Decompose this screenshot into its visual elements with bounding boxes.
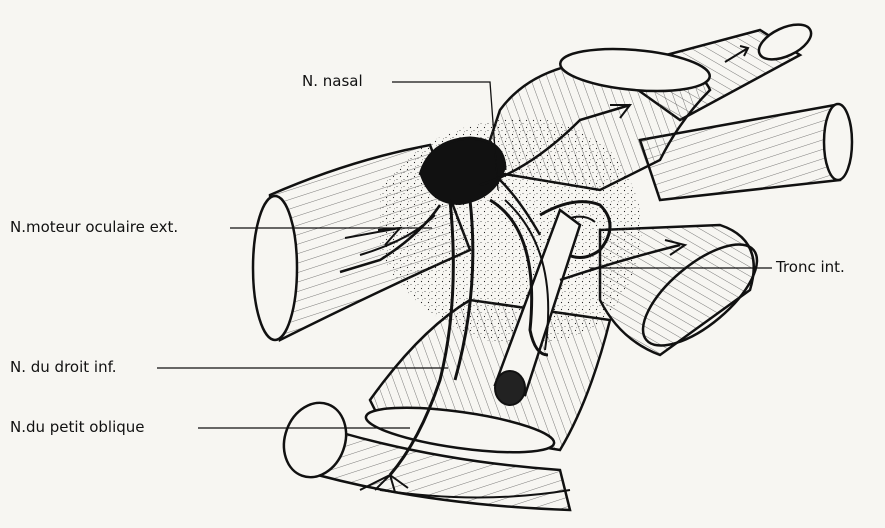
cavernous-sinus-stipple — [380, 118, 642, 345]
label-droit-inf: N. du droit inf. — [10, 358, 117, 376]
label-moteur-oculaire: N.moteur oculaire ext. — [10, 218, 178, 236]
label-tronc: Tronc int. — [776, 258, 845, 276]
label-nasal: N. nasal — [302, 72, 363, 90]
label-petit-oblique: N.du petit oblique — [10, 418, 145, 436]
